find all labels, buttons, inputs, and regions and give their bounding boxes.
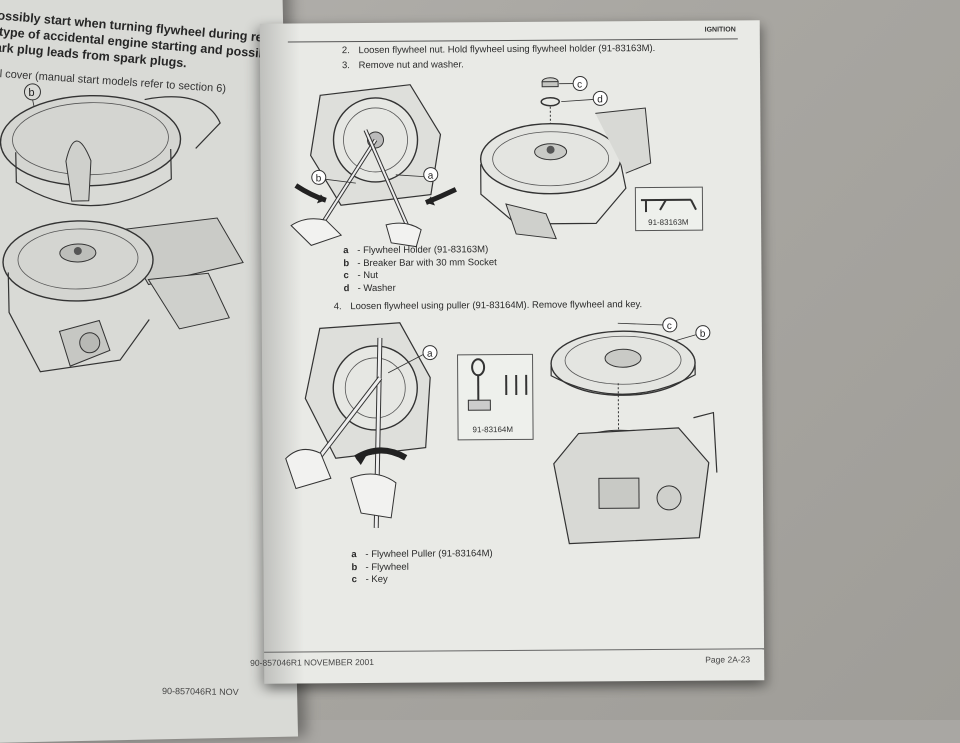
legend-figure-1: a- Flywheel Holder (91-83163M) b- Breake… bbox=[343, 244, 497, 295]
section-header: IGNITION bbox=[705, 26, 736, 33]
footer-page-number: Page 2A-23 bbox=[705, 654, 750, 664]
legend-key: c bbox=[352, 574, 366, 587]
callout-c: c bbox=[667, 321, 672, 332]
legend-item: d- Washer bbox=[344, 282, 497, 296]
holder-tool-box: 91-83163M bbox=[635, 187, 703, 231]
legend-text: - Breaker Bar with 30 mm Socket bbox=[357, 257, 496, 269]
legend-key: b bbox=[343, 258, 357, 271]
legend-text: - Nut bbox=[357, 270, 378, 281]
legend-text: - Washer bbox=[358, 282, 396, 293]
step-number: 2. bbox=[342, 45, 356, 56]
right-page: IGNITION 2. Loosen flywheel nut. Hold fl… bbox=[260, 20, 765, 683]
step-2: 2. Loosen flywheel nut. Hold flywheel us… bbox=[342, 43, 655, 56]
step-text: Loosen flywheel using puller (91-83164M)… bbox=[350, 299, 642, 312]
callout-b: b bbox=[28, 87, 34, 99]
flywheel-removal-illustration: c b bbox=[538, 312, 730, 553]
warning-text: possibly start when turning flywheel dur… bbox=[0, 7, 290, 80]
legend-key: c bbox=[343, 270, 357, 283]
left-footer: 90-857046R1 NOV bbox=[162, 686, 239, 697]
step-number: 4. bbox=[334, 301, 348, 312]
flywheel-puller-illustration: a bbox=[280, 317, 457, 543]
flywheel-puller-tool-icon bbox=[458, 355, 532, 422]
legend-item: b- Breaker Bar with 30 mm Socket bbox=[343, 257, 496, 271]
legend-item: a- Flywheel Holder (91-83163M) bbox=[343, 244, 496, 258]
legend-key: a bbox=[351, 549, 365, 562]
legend-text: - Flywheel bbox=[365, 561, 408, 572]
legend-item: c- Key bbox=[352, 573, 493, 586]
legend-key: b bbox=[351, 562, 365, 575]
callout-c: c bbox=[577, 80, 582, 91]
legend-figure-2: a- Flywheel Puller (91-83164M) b- Flywhe… bbox=[351, 548, 493, 586]
step-number: 3. bbox=[342, 60, 356, 71]
flywheel-holder-tool-icon bbox=[636, 188, 702, 216]
step-3: 3. Remove nut and washer. bbox=[342, 59, 464, 71]
legend-key: d bbox=[344, 283, 358, 296]
left-page: possibly start when turning flywheel dur… bbox=[0, 0, 298, 743]
puller-part-number: 91-83164M bbox=[473, 425, 514, 434]
flywheel-holder-illustration: b a bbox=[280, 74, 471, 250]
step-4: 4. Loosen flywheel using puller (91-8316… bbox=[334, 299, 643, 312]
legend-item: a- Flywheel Puller (91-83164M) bbox=[351, 548, 492, 561]
callout-a: a bbox=[427, 349, 433, 360]
callout-a: a bbox=[428, 171, 434, 182]
legend-text: - Flywheel Puller (91-83164M) bbox=[365, 548, 492, 560]
callout-b: b bbox=[316, 173, 322, 184]
step-text: Loosen flywheel nut. Hold flywheel using… bbox=[358, 43, 655, 56]
header-rule bbox=[288, 38, 738, 42]
callout-b: b bbox=[700, 329, 706, 340]
legend-text: - Flywheel Holder (91-83163M) bbox=[357, 244, 488, 256]
legend-item: c- Nut bbox=[343, 269, 496, 283]
legend-text: - Key bbox=[366, 574, 388, 585]
footer-document-id: 90-857046R1 NOVEMBER 2001 bbox=[250, 657, 374, 668]
puller-tool-box: 91-83164M bbox=[457, 354, 534, 441]
legend-item: b- Flywheel bbox=[351, 561, 492, 574]
callout-d: d bbox=[597, 94, 603, 105]
step-text: Remove nut and washer. bbox=[359, 59, 464, 71]
footer-rule bbox=[264, 648, 764, 652]
holder-part-number: 91-83163M bbox=[648, 218, 689, 227]
legend-key: a bbox=[343, 245, 357, 258]
flywheel-cover-illustration: b bbox=[0, 77, 291, 403]
